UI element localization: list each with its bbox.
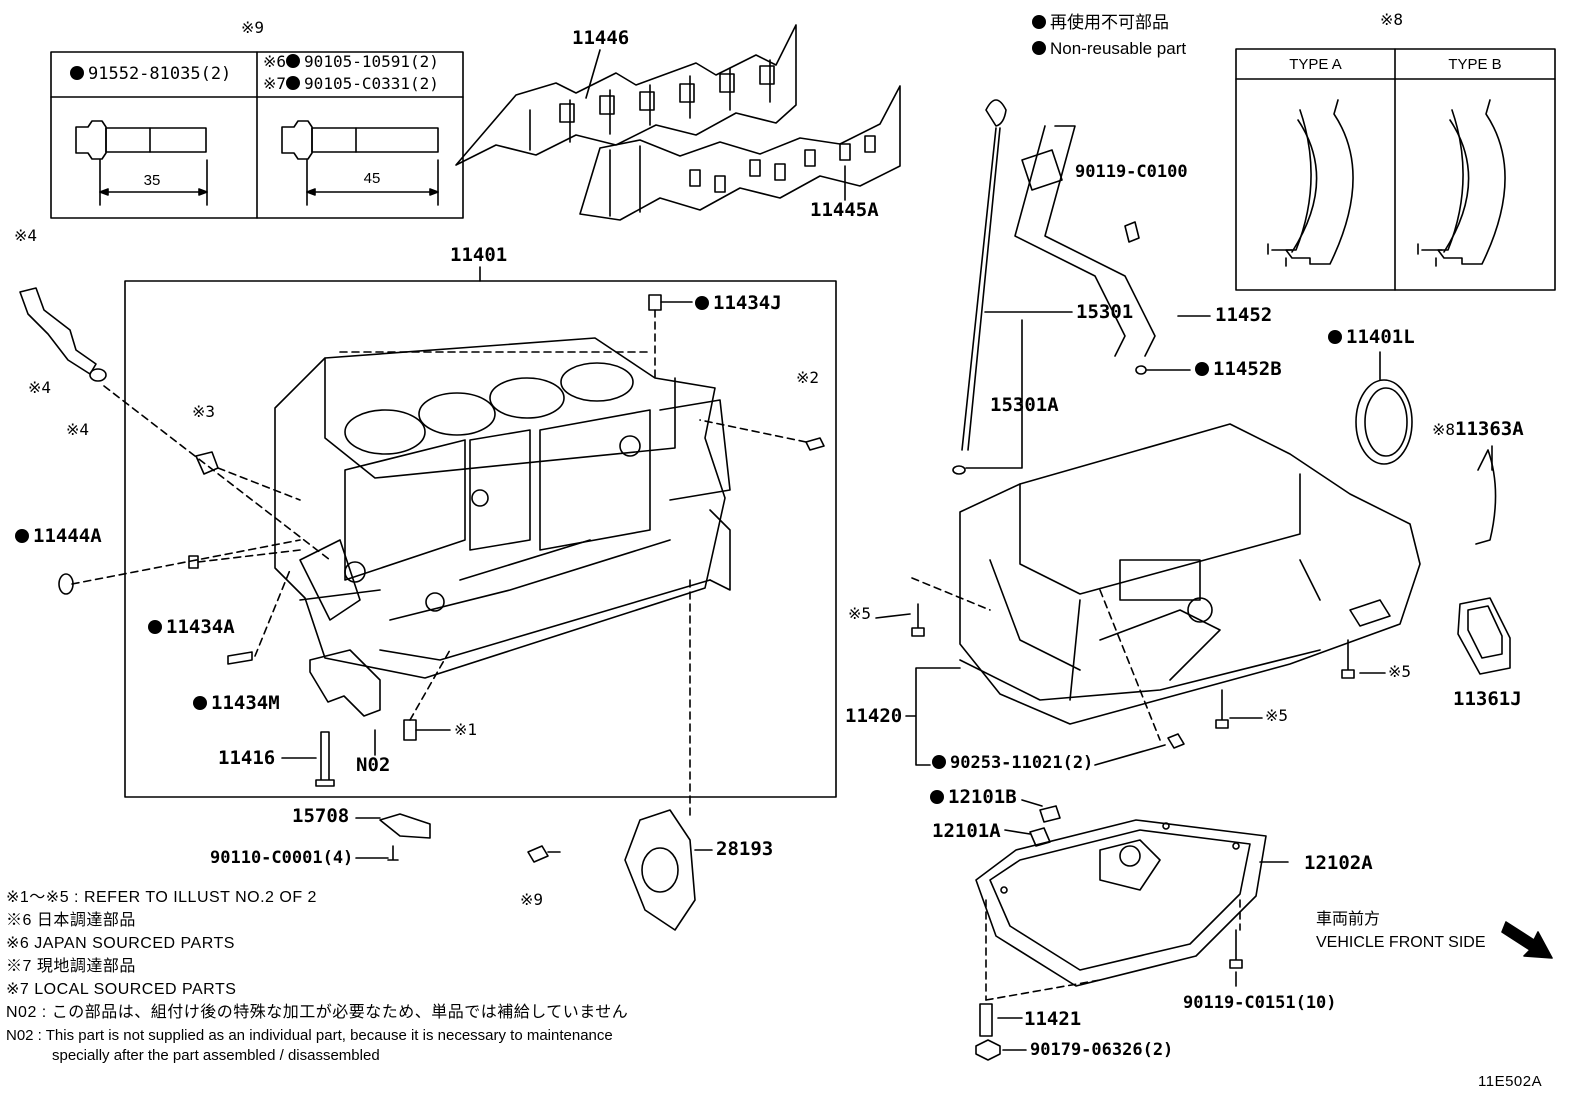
oil-pan-upper-art xyxy=(959,423,1421,725)
non-reusable-dot-icon xyxy=(1032,41,1046,55)
part-12101a[interactable]: 12101A xyxy=(932,820,1001,842)
part-11416[interactable]: 11416 xyxy=(218,747,276,769)
type-b-header: TYPE B xyxy=(1448,56,1502,73)
part-90119-c0100[interactable]: 90119-C0100 xyxy=(1075,162,1188,182)
diagram-id: 11E502A xyxy=(1478,1073,1543,1090)
type-table-ref: ※8 xyxy=(1380,10,1404,29)
guide-tube-art xyxy=(1044,125,1156,357)
dipstick-art xyxy=(985,99,1007,127)
part-11401l[interactable]: 11401L xyxy=(1328,328,1415,347)
length-35: 35 xyxy=(143,172,161,189)
length-45: 45 xyxy=(363,170,381,187)
note-8: specially after the part assembled / dis… xyxy=(52,1047,380,1064)
ref-9: ※9 xyxy=(520,890,544,909)
oil-jet-art xyxy=(19,287,97,375)
ref-4-bottom: ※4 xyxy=(66,420,90,439)
part-11434j[interactable]: 11434J xyxy=(695,294,782,313)
part-11361j[interactable]: 11361J xyxy=(1453,688,1522,710)
vehicle-front-en: VEHICLE FRONT SIDE xyxy=(1316,934,1486,951)
dowel-art xyxy=(403,719,417,741)
part-n02[interactable]: N02 xyxy=(356,754,391,776)
part-11421[interactable]: 11421 xyxy=(1024,1008,1082,1030)
part-11363a[interactable]: ※811363A xyxy=(1432,418,1524,440)
clip-11363a-art xyxy=(1475,449,1497,545)
note-1: ※1～※5 : REFER TO ILLUST NO.2 OF 2 xyxy=(6,889,317,906)
ventilation-art xyxy=(379,813,431,839)
gasket-11361j-art xyxy=(1457,597,1511,675)
clip-type-table-frame xyxy=(1235,48,1556,291)
part-90119-c0151[interactable]: 90119-C0151(10) xyxy=(1183,993,1337,1013)
front-arrow-icon xyxy=(1501,921,1553,959)
part-90253-11021[interactable]: 90253-11021(2) xyxy=(932,755,1093,772)
gasket-12101b-art xyxy=(1039,805,1061,823)
note-2: ※6 日本調達部品 xyxy=(6,912,136,929)
bolt-91552: 91552-81035(2) xyxy=(70,66,231,83)
type-a-header: TYPE A xyxy=(1289,56,1342,73)
part-12102a[interactable]: 12102A xyxy=(1304,852,1373,874)
part-11401[interactable]: 11401 xyxy=(450,244,508,266)
note-3: ※6 JAPAN SOURCED PARTS xyxy=(6,935,235,952)
ref-5-mid: ※5 xyxy=(1265,706,1289,725)
legend-non-reusable-jp: 再使用不可部品 xyxy=(1032,14,1169,31)
oil-pan-lower-art xyxy=(975,819,1267,987)
pin-11434a-art xyxy=(188,555,199,569)
gasket-28193-art xyxy=(624,809,696,931)
plug-12101a-art xyxy=(1029,827,1051,847)
bolt-table-ref: ※9 xyxy=(241,18,265,37)
part-11446[interactable]: 11446 xyxy=(572,27,630,49)
legend-non-reusable-en: Non-reusable part xyxy=(1032,40,1186,57)
vehicle-front-jp: 車両前方 xyxy=(1316,911,1381,928)
part-90110-c0001[interactable]: 90110-C0001(4) xyxy=(210,848,354,868)
oil-seal-art xyxy=(1355,379,1413,465)
ref-2: ※2 xyxy=(796,368,820,387)
note-7: N02 : This part is not supplied as an in… xyxy=(6,1027,613,1044)
ref-4-mid: ※4 xyxy=(28,378,52,397)
part-11420[interactable]: 11420 xyxy=(845,705,903,727)
ref-5-left: ※5 xyxy=(848,604,872,623)
ref-3: ※3 xyxy=(192,402,216,421)
note-4: ※7 現地調達部品 xyxy=(6,958,136,975)
note-5: ※7 LOCAL SOURCED PARTS xyxy=(6,981,237,998)
ref-5-right: ※5 xyxy=(1388,662,1412,681)
bolt-table-frame xyxy=(50,51,464,219)
part-11434m[interactable]: 11434M xyxy=(193,694,280,713)
cylinder-block-art xyxy=(274,337,731,679)
o-ring-11444a-art xyxy=(58,573,74,595)
part-11434j-art xyxy=(648,294,662,311)
part-15301a[interactable]: 15301A xyxy=(990,394,1059,416)
part-11452[interactable]: 11452 xyxy=(1215,304,1273,326)
part-90179-06326[interactable]: 90179-06326(2) xyxy=(1030,1040,1174,1060)
pin-11434m-art xyxy=(227,651,253,665)
part-11452b[interactable]: 11452B xyxy=(1195,360,1282,379)
part-15301[interactable]: 15301 xyxy=(1076,301,1134,323)
ref-1: ※1 xyxy=(454,720,478,739)
ref-8: ※8 xyxy=(1432,420,1456,439)
non-reusable-dot-icon xyxy=(1032,15,1046,29)
part-11444a[interactable]: 11444A xyxy=(15,527,102,546)
bolt-11416-art xyxy=(315,731,335,787)
main-bearing-cap-art xyxy=(309,649,381,717)
part-11434a[interactable]: 11434A xyxy=(148,618,235,637)
ref-4-top: ※4 xyxy=(14,226,38,245)
part-15708[interactable]: 15708 xyxy=(292,805,350,827)
note-6: N02 : この部品は、組付け後の特殊な加工が必要なため、単品では補給していませ… xyxy=(6,1004,629,1021)
part-12101b[interactable]: 12101B xyxy=(930,788,1017,807)
part-28193[interactable]: 28193 xyxy=(716,838,774,860)
water-jacket-spacer-art xyxy=(455,24,901,221)
part-11445a[interactable]: 11445A xyxy=(810,199,879,221)
